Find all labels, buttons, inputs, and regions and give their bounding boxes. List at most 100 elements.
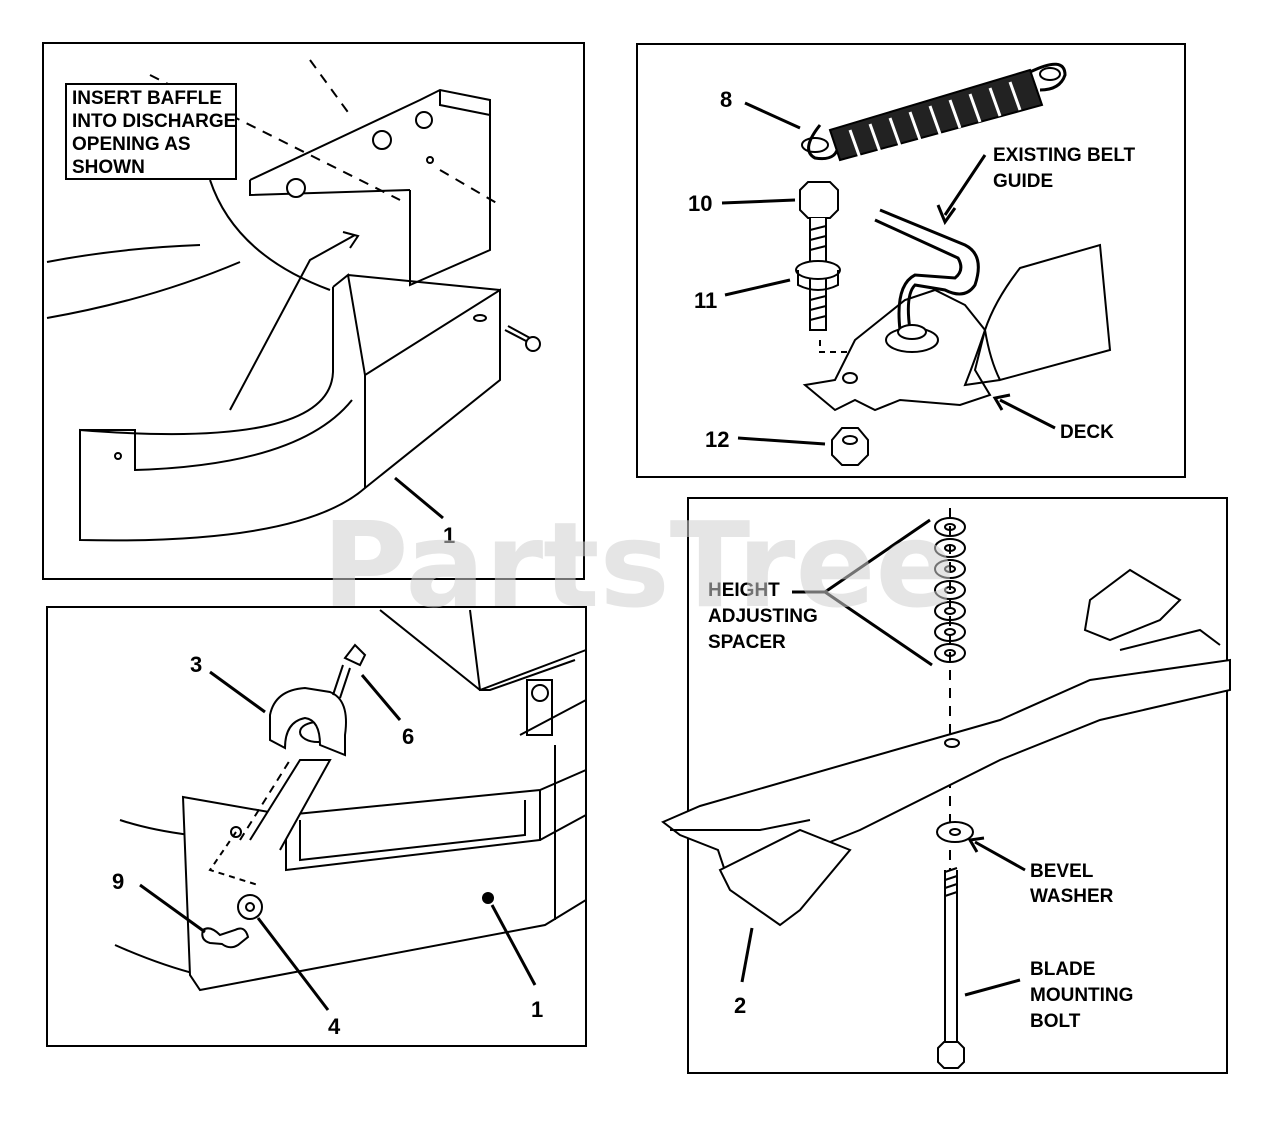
leader-line [490,904,537,986]
insert-arrow [229,234,356,411]
blade-edge [670,819,811,831]
arrow-head [967,836,985,853]
leader-arrow [943,154,987,216]
deck-wall-edge [963,329,1001,387]
panel-belt-guide: 8 10 11 EXISTING BELT GUIDE DECK [636,43,1186,478]
blade-bolt-label: MOUNTING [1030,985,1133,1006]
leader-line [360,674,402,721]
panel-baffle-insert: INSERT BAFFLE INTO DISCHARGE OPENING AS … [42,42,585,580]
arrow-head [342,231,360,249]
baffle-opening [285,790,541,872]
arrow-head [936,204,957,226]
deck-edge [114,944,201,976]
leader-arrow [974,840,1026,872]
bevel-washer-label: WASHER [1030,886,1114,907]
panel-frame [687,497,1228,1074]
guide-nut-top [897,324,927,340]
bolt-head [799,181,839,219]
chute-housing [249,88,491,287]
callout-3: 3 [190,652,202,677]
leader-arrow [999,398,1056,430]
leader-line [737,436,826,446]
bevel-washer [936,821,974,843]
arrow-head [992,393,1011,411]
spring [801,62,1067,162]
bolt-thread [809,225,827,321]
center-hole [944,738,960,748]
screw-head [525,336,541,352]
blade-lift-wing [1083,568,1182,642]
belt-guide-rod [879,208,980,331]
discharge-curve [209,179,331,291]
alignment-line [819,340,851,372]
leader-line [139,883,206,934]
screw-head [343,643,367,667]
bevel-washer-label: BEVEL [1030,861,1094,882]
leader-line [256,917,330,1011]
leader-line [724,278,791,297]
panel-frame [42,42,585,580]
screw-shank [332,664,351,699]
callout-12: 12 [705,427,729,452]
leader-line [792,518,933,667]
blade-lift-wing [718,828,852,927]
panel-blade: HEIGHT ADJUSTING SPACER BEVEL WASHER BLA… [661,497,1231,1074]
alignment-line [208,831,259,886]
nut-hole [842,435,858,445]
baffle-cutout [80,399,353,472]
note-line: INTO DISCHARGE [72,111,236,132]
blade-bolt-label: BLADE [1030,959,1095,980]
callout-2: 2 [734,993,746,1018]
hinge-bolt [286,178,306,198]
washer-hole [245,902,255,912]
retaining-clip [269,686,347,757]
height-spacer-label: ADJUSTING [708,606,818,627]
callout-1: 1 [531,997,543,1022]
leader-line [721,198,796,205]
leader-line [744,101,801,130]
baffle-plate [79,287,501,542]
leader-line [964,978,1021,997]
callout-4: 4 [328,1014,341,1039]
existing-belt-guide-label: GUIDE [993,171,1053,192]
bolt-head [937,1041,965,1069]
note-line: OPENING AS [72,134,191,155]
washer-hole [949,828,961,836]
callout-1: 1 [443,523,455,548]
blade-bolt-label: BOLT [1030,1011,1081,1032]
guide-line [309,59,351,116]
deck-edge [46,244,201,263]
rivet [482,892,494,904]
alignment-line [239,759,291,841]
hex-nut [831,427,869,466]
flat-washer [237,894,263,920]
guide-line [439,169,501,206]
baffle-opening-inner [299,800,526,862]
deck-wall [983,243,1112,382]
callout-9: 9 [112,869,124,894]
height-spacer-label: HEIGHT [708,580,780,601]
hinge-pin [531,684,549,702]
screw [504,325,531,343]
callout-6: 6 [402,724,414,749]
slot [473,314,487,322]
mower-blade [661,658,1231,882]
baffle-plate-edge [332,273,501,376]
deck-label: DECK [1060,422,1114,443]
baffle-edge [519,698,587,841]
wing-nut [201,927,250,949]
hinge-bolt [415,111,433,129]
leader-line [740,927,754,983]
leader-line [209,670,266,714]
height-spacer-label: SPACER [708,632,786,653]
note-line: INSERT BAFFLE [72,88,222,109]
deck-edge [119,819,191,836]
panel-baffle-mount: 3 6 9 4 1 [46,606,587,1047]
hole [426,156,434,164]
mount-hole [842,372,858,384]
hinge-bolt [372,130,392,150]
watermark: PartsTree [322,496,956,634]
callout-11: 11 [694,288,717,313]
deck-outline [469,609,576,691]
